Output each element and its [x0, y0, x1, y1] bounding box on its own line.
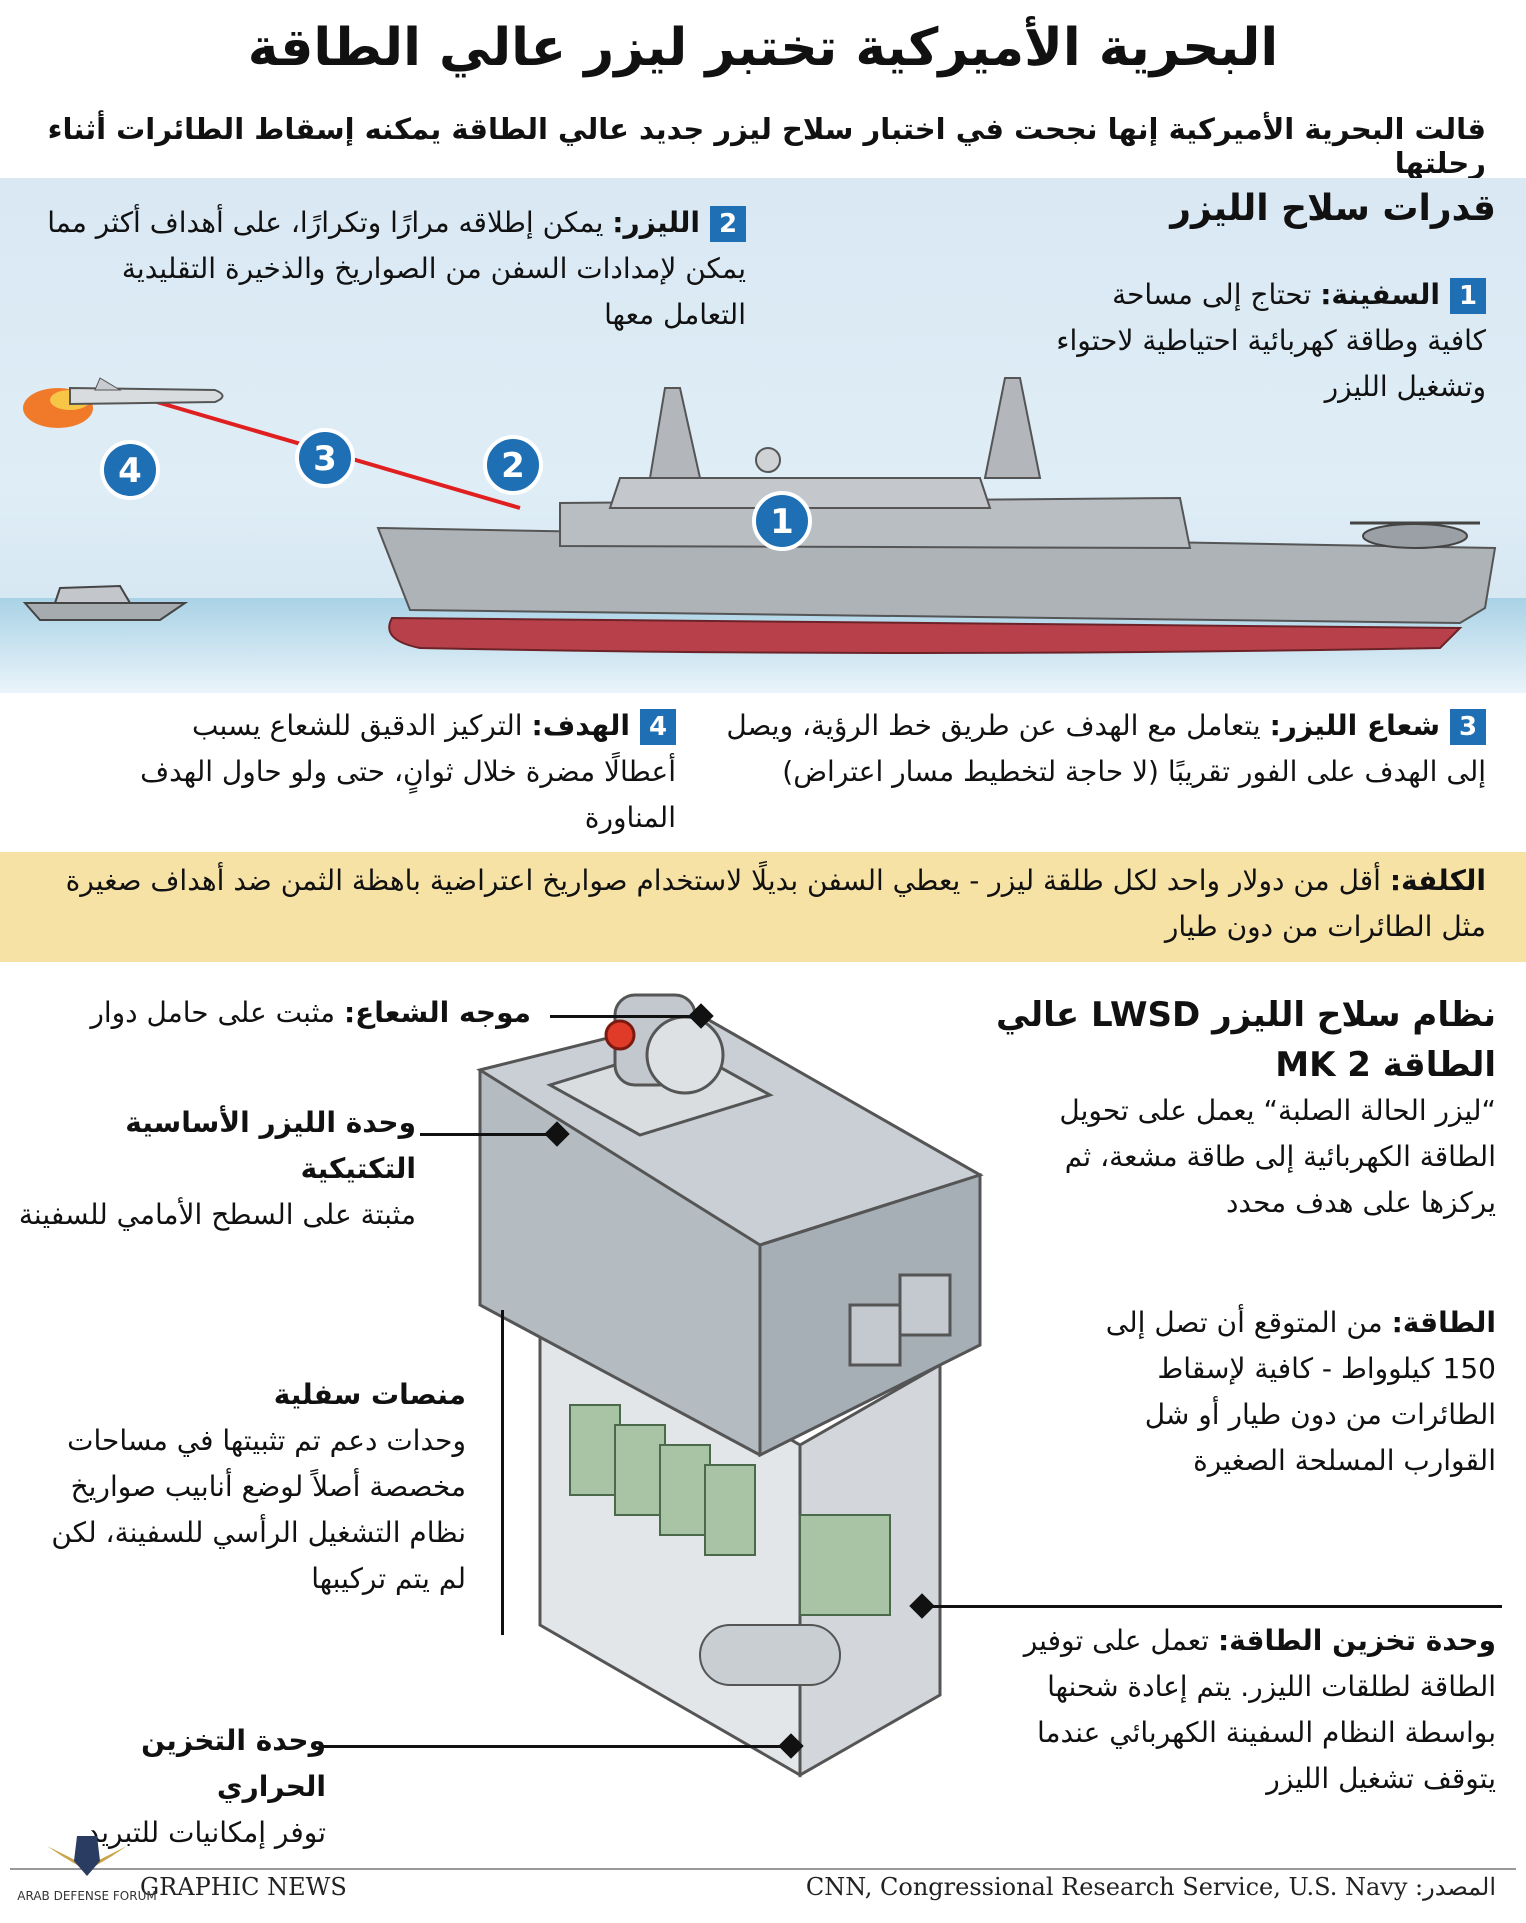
caption-laser-text: يمكن إطلاقه مرارًا وتكرارًا، على أهداف أ… [47, 206, 746, 331]
lwsd-title: نظام سلاح الليزر LWSD عالي الطاقة MK 2 [996, 995, 1496, 1085]
caption-laser: 2 الليزر: يمكن إطلاقه مرارًا وتكرارًا، عل… [46, 200, 746, 338]
energy-storage-text: تعمل على توفير الطاقة لطلقات الليزر. يتم… [1023, 1624, 1496, 1795]
ship-mast-aft [983, 377, 1042, 479]
laser-unit-label: وحدة الليزر الأساسية التكتيكية [125, 1106, 416, 1185]
lwsd-power: الطاقة: من المتوقع أن تصل إلى 150 كيلووا… [1076, 1300, 1496, 1484]
thermal-tank [699, 1624, 841, 1686]
lower-platforms-text: وحدات دعم تم تثبيتها في مساحات مخصصة أصل… [51, 1424, 466, 1595]
radar-dome [755, 447, 781, 473]
capabilities-heading: قدرات سلاح الليزر [1170, 188, 1496, 229]
caption-target: 4 الهدف: التركيز الدقيق للشعاع يسبب أعطال… [116, 703, 676, 841]
ship-scene-panel: 1 2 3 4 [0, 178, 1526, 693]
caption-target-label: الهدف: [531, 709, 631, 742]
callout-energy-storage-line [922, 1605, 1502, 1608]
caption-beam-label: شعاع الليزر: [1269, 709, 1440, 742]
callout-beam-director-line [550, 1015, 700, 1018]
cost-band: الكلفة: أقل من دولار واحد لكل طلقة ليزر … [0, 852, 1526, 962]
watermark-logo: ARAB DEFENSE FORUM [12, 1826, 162, 1903]
caption-ship: 1 السفينة: تحتاج إلى مساحة كافية وطاقة كه… [1046, 272, 1486, 410]
drone-target-icon [23, 377, 224, 428]
battery-modules [569, 1404, 891, 1616]
beam-director-caption: موجه الشعاع: مثبت على حامل دوار [21, 990, 531, 1036]
lower-platforms-caption: منصات سفلية وحدات دعم تم تثبيتها في مساح… [16, 1372, 466, 1602]
ship-mast-forward [648, 387, 702, 479]
marker-3: 3 [295, 428, 355, 488]
caption-beam-text: يتعامل مع الهدف عن طريق خط الرؤية، ويصل … [726, 709, 1486, 788]
caption-target-text: التركيز الدقيق للشعاع يسبب أعطالًا مضرة … [140, 709, 676, 834]
laser-unit-text: مثبتة على السطح الأمامي للسفينة [18, 1198, 416, 1231]
callout-lower-platforms-bracket [501, 1310, 504, 1635]
ship-illustration: 1 2 3 4 [0, 377, 1526, 693]
beam-director-turret [546, 993, 774, 1137]
caption-ship-label: السفينة: [1320, 278, 1440, 311]
thermal-storage-caption: وحدة التخزين الحراري توفر إمكانيات للتبر… [26, 1718, 326, 1856]
page-title: البحرية الأميركية تختبر ليزر عالي الطاقة [247, 18, 1279, 78]
caption-laser-num: 2 [710, 206, 746, 242]
caption-ship-text: تحتاج إلى مساحة كافية وطاقة كهربائية احت… [1056, 278, 1486, 403]
caption-beam-num: 3 [1450, 709, 1486, 745]
source-credit: المصدر: CNN, Congressional Research Serv… [805, 1873, 1496, 1901]
page-subtitle: قالت البحرية الأميركية إنها نجحت في اختب… [47, 112, 1486, 180]
caption-target-num: 4 [640, 709, 676, 745]
footer-divider [10, 1868, 1516, 1870]
lwsd-description: “ليزر الحالة الصلبة“ يعمل على تحويل الطا… [1059, 1094, 1496, 1219]
lwsd-diagram [476, 993, 984, 1778]
beam-director-label: موجه الشعاع: [343, 996, 531, 1029]
callout-thermal-line [320, 1745, 790, 1748]
energy-storage-label: وحدة تخزين الطاقة: [1217, 1624, 1496, 1657]
marker-2-label: 2 [501, 446, 525, 486]
caption-laser-label: الليزر: [612, 206, 700, 239]
lower-platforms-label: منصات سفلية [273, 1378, 466, 1411]
watermark-text: ARAB DEFENSE FORUM [17, 1889, 157, 1903]
cost-caption: الكلفة: أقل من دولار واحد لكل طلقة ليزر … [46, 858, 1486, 950]
watermark-emblem-icon [47, 1836, 127, 1876]
beam-director-text: مثبت على حامل دوار [90, 996, 344, 1029]
caption-beam: 3 شعاع الليزر: يتعامل مع الهدف عن طريق خط… [726, 703, 1486, 795]
marker-4-label: 4 [118, 451, 142, 491]
thermal-storage-label: وحدة التخزين الحراري [141, 1724, 326, 1803]
caption-ship-num: 1 [1450, 278, 1486, 314]
cost-text: أقل من دولار واحد لكل طلقة ليزر - يعطي ا… [65, 864, 1486, 943]
energy-storage-caption: وحدة تخزين الطاقة: تعمل على توفير الطاقة… [996, 1618, 1496, 1802]
laser-unit-caption: وحدة الليزر الأساسية التكتيكية مثبتة على… [16, 1100, 416, 1238]
marker-2: 2 [483, 435, 543, 495]
small-boat-icon [22, 584, 189, 621]
ship-deckhouse [608, 477, 992, 509]
lwsd-power-text: من المتوقع أن تصل إلى 150 كيلوواط - كافي… [1105, 1306, 1496, 1477]
ship-hull-underwater [388, 616, 1463, 654]
thermal-storage-text: توفر إمكانيات للتبريد [86, 1816, 326, 1849]
marker-4: 4 [100, 440, 160, 500]
helicopter-icon [1350, 521, 1480, 549]
marker-3-label: 3 [313, 439, 337, 479]
graphic-credit: GRAPHIC NEWS [140, 1873, 347, 1901]
ship-hull [376, 526, 1497, 625]
lwsd-power-label: الطاقة: [1391, 1306, 1496, 1339]
marker-1: 1 [752, 491, 812, 551]
callout-laser-unit-line [420, 1133, 555, 1136]
marker-1-label: 1 [770, 502, 794, 542]
cost-label: الكلفة: [1389, 864, 1486, 897]
